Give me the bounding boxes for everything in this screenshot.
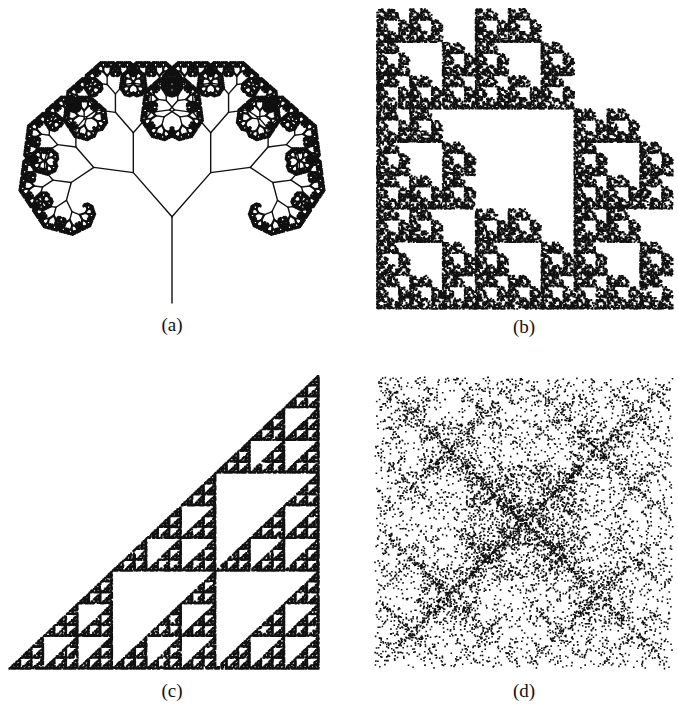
figure-label: (c) <box>161 680 182 702</box>
figure-label: (b) <box>513 316 535 338</box>
fractal-tree <box>19 62 324 303</box>
staircase-fractal <box>8 375 319 670</box>
frame-fractal <box>376 8 674 310</box>
figure-label: (a) <box>161 314 182 336</box>
figure-label: (d) <box>513 680 535 702</box>
scatter-fractal <box>374 376 673 669</box>
